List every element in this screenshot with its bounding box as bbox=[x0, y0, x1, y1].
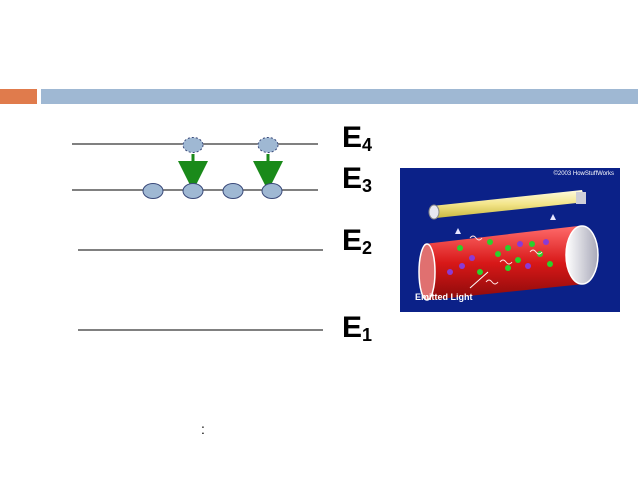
electron bbox=[222, 183, 244, 199]
electron bbox=[182, 183, 204, 199]
emitted-light-caption: Emitted Light bbox=[415, 292, 473, 302]
level-label-e3: E3 bbox=[342, 162, 373, 196]
header-accent-bar bbox=[0, 89, 37, 104]
level-label-e1: E1 bbox=[342, 311, 373, 345]
copyright-text: ©2003 HowStuffWorks bbox=[553, 171, 614, 177]
excited-electron bbox=[182, 137, 204, 153]
excited-electron bbox=[257, 137, 279, 153]
level-label-e4: E4 bbox=[342, 121, 373, 155]
electron bbox=[261, 183, 283, 199]
laser-tube-illustration: ©2003 HowStuffWorks Emitted Light bbox=[400, 168, 620, 312]
level-label-e2: E2 bbox=[342, 224, 373, 258]
footer-colon: : bbox=[201, 421, 205, 437]
electron bbox=[142, 183, 164, 199]
header-title-bar bbox=[41, 89, 638, 104]
